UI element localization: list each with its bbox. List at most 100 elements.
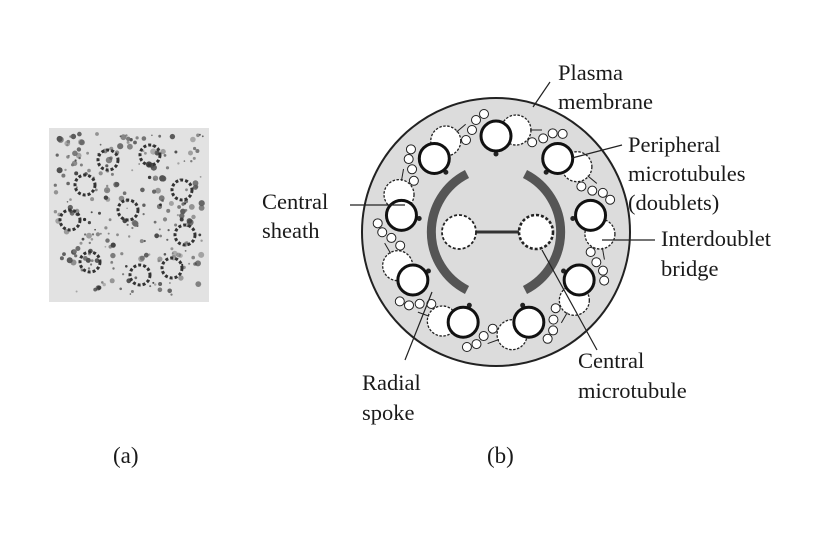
micrograph-speck	[108, 245, 113, 249]
interdoublet-link	[601, 247, 605, 260]
a-tubule	[479, 119, 513, 153]
micrograph-speck	[159, 203, 162, 207]
dynein-granule	[591, 257, 602, 268]
leader-radial-spoke	[404, 291, 433, 361]
micrograph-speck	[87, 221, 91, 225]
micrograph-speck	[152, 175, 159, 181]
micrograph-speck	[110, 261, 114, 265]
micrograph-speck	[75, 246, 81, 251]
micrograph-speck	[177, 205, 182, 209]
micrograph-speck	[104, 245, 107, 248]
label-central-microtubule: Central microtubule	[578, 348, 687, 403]
micrograph-speck	[105, 164, 109, 168]
micrograph-speck	[163, 154, 167, 157]
micrograph-speck	[79, 241, 83, 245]
micrograph-speck	[158, 228, 161, 231]
micrograph-speck	[87, 267, 91, 270]
a-tubule	[562, 263, 596, 297]
micrograph-speck	[126, 207, 128, 210]
micrograph-speck	[94, 258, 100, 263]
micrograph-speck	[91, 233, 95, 236]
dynein-granule	[587, 185, 598, 196]
micrograph-speck	[157, 287, 163, 293]
micrograph-speck	[93, 287, 98, 292]
micrograph-speck	[150, 164, 157, 171]
micrograph-speck	[126, 136, 131, 141]
micrograph-speck	[74, 171, 79, 176]
micrograph-doublet	[128, 263, 152, 287]
micrograph-speck	[142, 150, 145, 153]
dynein-granule	[550, 303, 561, 314]
micrograph-speck	[198, 205, 205, 211]
micrograph-speck	[171, 250, 178, 257]
micrograph-speck	[170, 247, 174, 251]
micrograph-doublet	[160, 256, 184, 280]
micrograph-speck	[75, 186, 78, 189]
leader-central-microtubule	[541, 249, 598, 351]
micrograph-speck	[143, 252, 149, 258]
micrograph-speck	[112, 267, 115, 270]
micrograph-speck	[126, 143, 133, 150]
svg-text:Peripheral: Peripheral	[628, 132, 720, 157]
caption-b: (b)	[487, 443, 514, 468]
micrograph-speck	[120, 252, 124, 256]
micrograph-speck	[131, 226, 134, 230]
dynein-granule	[408, 175, 419, 186]
svg-text:sheath: sheath	[262, 218, 319, 243]
dynein-granule	[467, 125, 477, 135]
dynein-granule	[471, 339, 482, 350]
micrograph-speck	[186, 218, 193, 224]
micrograph-speck	[133, 140, 137, 145]
spoke-head	[493, 151, 499, 157]
micrograph-speck	[114, 182, 120, 187]
a-tubule	[446, 305, 480, 339]
micrograph-speck	[158, 282, 163, 286]
micrograph-doublet	[170, 178, 194, 202]
micrograph-speck	[125, 134, 128, 137]
micrograph-speck	[95, 232, 100, 237]
micrograph-speck	[154, 283, 157, 286]
micrograph-speck	[69, 198, 72, 201]
micrograph-speck	[196, 133, 200, 138]
dynein-granule	[542, 333, 553, 344]
micrograph-speck	[120, 134, 127, 141]
dynein-granule	[576, 181, 587, 192]
micrograph-speck	[56, 167, 63, 174]
micrograph-speck	[191, 255, 195, 260]
dynein-granule	[548, 325, 559, 336]
micrograph-speck	[99, 232, 102, 235]
micrograph-speck	[200, 239, 203, 242]
micrograph-speck	[106, 184, 109, 188]
micrograph-speck	[99, 143, 102, 146]
micrograph-speck	[171, 252, 174, 255]
micrograph-speck	[109, 278, 115, 284]
micrograph-speck	[87, 168, 91, 173]
micrograph-speck	[134, 276, 138, 280]
micrograph-speck	[126, 140, 130, 144]
caption-a: (a)	[113, 443, 139, 468]
dynein-granule	[395, 240, 406, 251]
micrograph-speck	[66, 257, 73, 264]
a-tubule	[574, 198, 608, 232]
micrograph-speck	[201, 135, 204, 138]
micrograph-speck	[88, 241, 92, 245]
a-tubule	[541, 141, 575, 175]
central-sheath-right	[522, 169, 566, 295]
spoke-head	[570, 215, 576, 221]
micrograph-speck	[180, 208, 186, 215]
micrograph-speck	[131, 169, 134, 172]
micrograph-speck	[105, 156, 113, 164]
micrograph-speck	[107, 232, 110, 235]
dynein-granule	[372, 218, 383, 229]
micrograph-speck	[157, 259, 161, 263]
micrograph-speck	[75, 152, 82, 159]
micrograph-speck	[193, 146, 197, 151]
micrograph-speck	[76, 147, 82, 152]
micrograph-speck	[110, 252, 116, 259]
dynein-granule	[386, 232, 397, 243]
micrograph-speck	[119, 135, 122, 138]
micrograph-speck	[181, 202, 185, 206]
dynein-granule	[479, 109, 489, 119]
micrograph-speck	[184, 250, 187, 252]
micrograph-speck	[152, 189, 157, 194]
